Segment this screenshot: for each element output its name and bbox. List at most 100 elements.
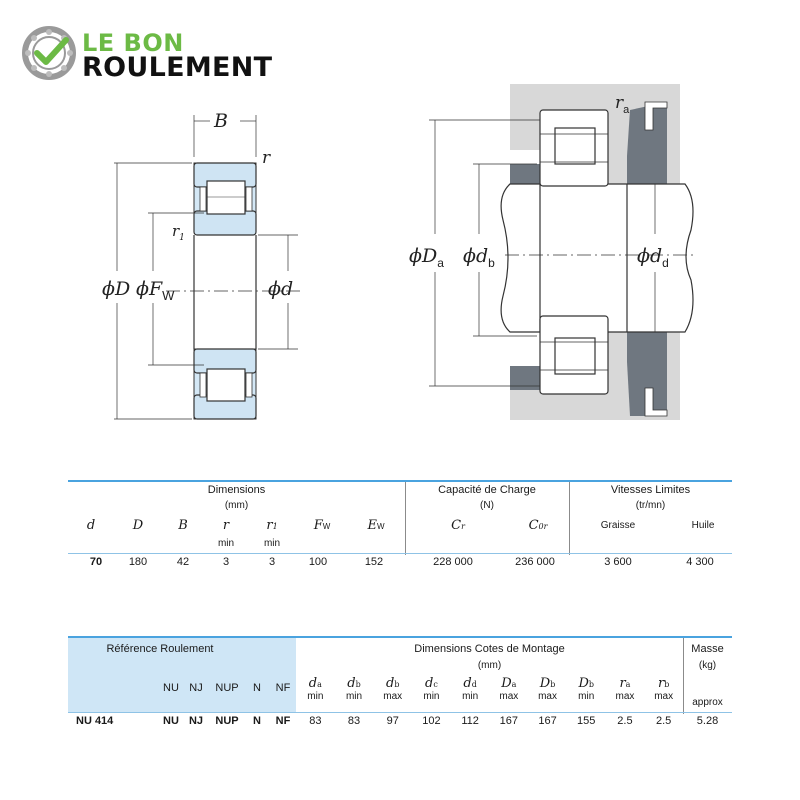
table2-cell-value: 97 <box>386 715 399 727</box>
table2-col-symbol: rb <box>657 676 670 691</box>
table2-col-symbol: Db <box>539 676 556 691</box>
table2-cell-mass: 5.28 <box>696 715 719 727</box>
table2-cell-value: 167 <box>499 715 519 727</box>
table2-col-symbol: Db <box>578 676 595 691</box>
table2-col-symbol: dc <box>425 676 438 691</box>
table2-cell-ref: NU 414 <box>76 715 114 727</box>
mounting-drawing: ϕDa ϕdb ϕdd ra <box>409 84 695 420</box>
table2-type-NU: NU <box>163 682 179 694</box>
table1-cell-d: 70 <box>89 556 103 568</box>
table2-group-mass-unit: (kg) <box>698 660 717 671</box>
table2-cell-value: 102 <box>422 715 441 727</box>
table1-cell-B: 42 <box>176 556 190 568</box>
table2-col-limit: min <box>345 691 363 702</box>
label-phid: ϕd <box>268 278 293 300</box>
bearing-cross-section-drawing: B r r1 ϕD ϕFW ϕd <box>102 110 300 420</box>
table1-group-dimensions-unit: (mm) <box>224 500 249 511</box>
label-r: r <box>262 148 271 168</box>
label-r1: r1 <box>172 222 185 243</box>
table2-cell-NJ: NJ <box>188 715 204 727</box>
table1-group-speeds-unit: (tr/mn) <box>635 500 666 511</box>
table2-header-rule <box>68 712 732 713</box>
table2-col-limit: max <box>383 691 403 702</box>
table2-group-mounting-unit: (mm) <box>477 660 502 671</box>
bearing-check-icon <box>22 26 76 80</box>
table2-col-limit: max <box>615 691 635 702</box>
table1-row: 70 180 42 3 3 100 152 228 000 236 000 3 … <box>68 555 732 570</box>
table1-cell-Fw: 100 <box>308 556 328 568</box>
table2-cell-NUP: NUP <box>215 715 239 727</box>
table2-col-symbol: ra <box>619 676 631 691</box>
table2-cell-value: 167 <box>538 715 557 727</box>
table1-col-r1: r1 <box>266 518 278 533</box>
table1-col-oil: Huile <box>691 520 715 531</box>
table1-cell-r1: 3 <box>268 556 276 568</box>
table1-cell-r: 3 <box>222 556 230 568</box>
label-ra: ra <box>615 93 630 116</box>
table1-cell-C0r: 236 000 <box>515 556 555 568</box>
table2-col-symbol: da <box>308 676 322 691</box>
table1-col-Ew: EW <box>367 518 385 533</box>
table2-group-mass: Masse <box>691 643 724 655</box>
label-B: B <box>213 110 228 132</box>
table2-col-symbol: Da <box>501 676 517 691</box>
table1-col-D: D <box>132 518 144 533</box>
table1-col-d: d <box>86 518 96 533</box>
table1-top-rule <box>68 480 732 482</box>
table1-col-B: B <box>178 518 188 533</box>
table1-header-rule <box>68 553 732 554</box>
table2-cell-value: 83 <box>309 715 322 727</box>
table1-col-Fw: FW <box>313 518 331 533</box>
table2-col-limit: min <box>307 691 324 702</box>
table1-col-r: r <box>222 518 230 533</box>
table2-type-NF: NF <box>275 682 291 694</box>
table1-col-grease: Graisse <box>600 520 636 531</box>
table1-col-r-min: min <box>217 538 235 549</box>
table2-group-mounting: Dimensions Cotes de Montage <box>414 643 565 655</box>
table2-col-limit: min <box>462 691 479 702</box>
table2-cell-value: 112 <box>461 715 479 727</box>
table2-mass-approx: approx <box>692 697 723 708</box>
table1-cell-D: 180 <box>128 556 148 568</box>
table1-cell-oil: 4 300 <box>686 556 714 568</box>
table2-col-limit: max <box>538 691 557 702</box>
table2-type-N: N <box>253 682 261 694</box>
label-phiFw: ϕFW <box>136 278 175 303</box>
table2-type-NJ: NJ <box>189 682 203 694</box>
brand-line2: ROULEMENT <box>82 52 273 83</box>
table2-col-symbol: db <box>386 676 400 691</box>
table2-cell-value: 83 <box>347 715 361 727</box>
table2-col-limit: max <box>654 691 674 702</box>
table1-col-r1-min: min <box>263 538 281 549</box>
table2-cell-value: 2.5 <box>617 715 633 727</box>
table1-cell-grease: 3 600 <box>604 556 632 568</box>
table2-group-reference: Référence Roulement <box>106 643 214 655</box>
table1-group-speeds: Vitesses Limites <box>610 484 691 496</box>
table1-cell-Ew: 152 <box>364 556 384 568</box>
table2-divider <box>683 638 684 714</box>
table2-reference-panel <box>68 638 296 712</box>
table2-cell-N: N <box>253 715 261 727</box>
label-phidb: ϕdb <box>463 245 495 270</box>
label-phidd: ϕdd <box>637 245 669 270</box>
brand-line1: LE BON <box>82 29 184 57</box>
table1-cell-Cr: 228 000 <box>433 556 473 568</box>
table2-col-limit: min <box>423 691 440 702</box>
table1-group-dimensions: Dimensions <box>207 484 266 496</box>
table1-group-capacity: Capacité de Charge <box>438 484 536 496</box>
table2-col-symbol: dd <box>463 676 477 691</box>
table2-type-NUP: NUP <box>215 682 239 694</box>
table2-top-rule <box>68 636 732 638</box>
table2-cell-value: 155 <box>577 715 596 727</box>
label-phiDa: ϕDa <box>409 245 444 270</box>
